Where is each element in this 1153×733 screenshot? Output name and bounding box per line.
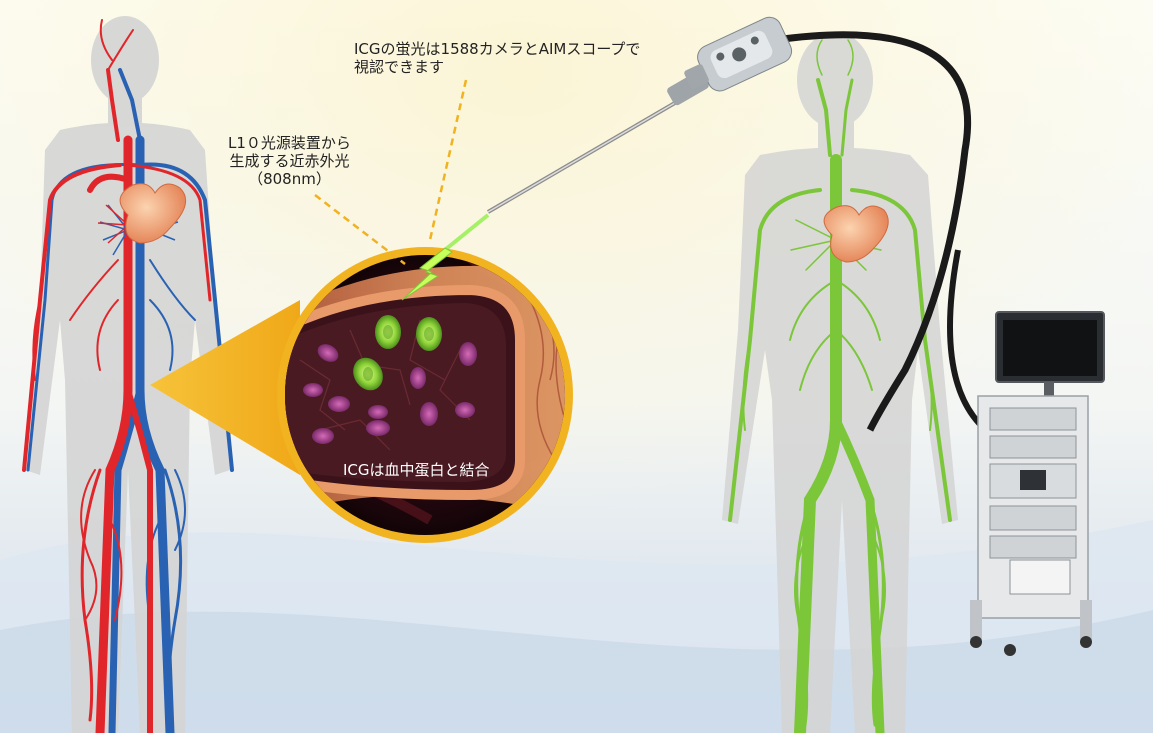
blood-cell <box>366 420 390 436</box>
blood-cell <box>328 396 350 412</box>
blood-cell <box>455 402 475 418</box>
camera-annotation-line-2: 視認できます <box>354 58 640 76</box>
blood-cell <box>368 405 388 419</box>
camera-annotation: ICGの蛍光は1588カメラとAIMスコープで 視認できます <box>354 40 640 76</box>
blood-cell <box>303 383 323 397</box>
blood-cell <box>459 342 477 366</box>
light-source-annotation: L1０光源装置から 生成する近赤外光 （808nm） <box>228 134 351 188</box>
light-source-line-3: （808nm） <box>228 170 351 188</box>
binding-annotation: ICGは血中蛋白と結合 <box>343 461 490 479</box>
light-source-line-2: 生成する近赤外光 <box>228 152 351 170</box>
light-source-line-1: L1０光源装置から <box>228 134 351 152</box>
blood-cell <box>312 428 334 444</box>
blood-cell <box>420 402 438 426</box>
camera-annotation-line-1: ICGの蛍光は1588カメラとAIMスコープで <box>354 40 640 58</box>
blood-cell <box>410 367 426 389</box>
